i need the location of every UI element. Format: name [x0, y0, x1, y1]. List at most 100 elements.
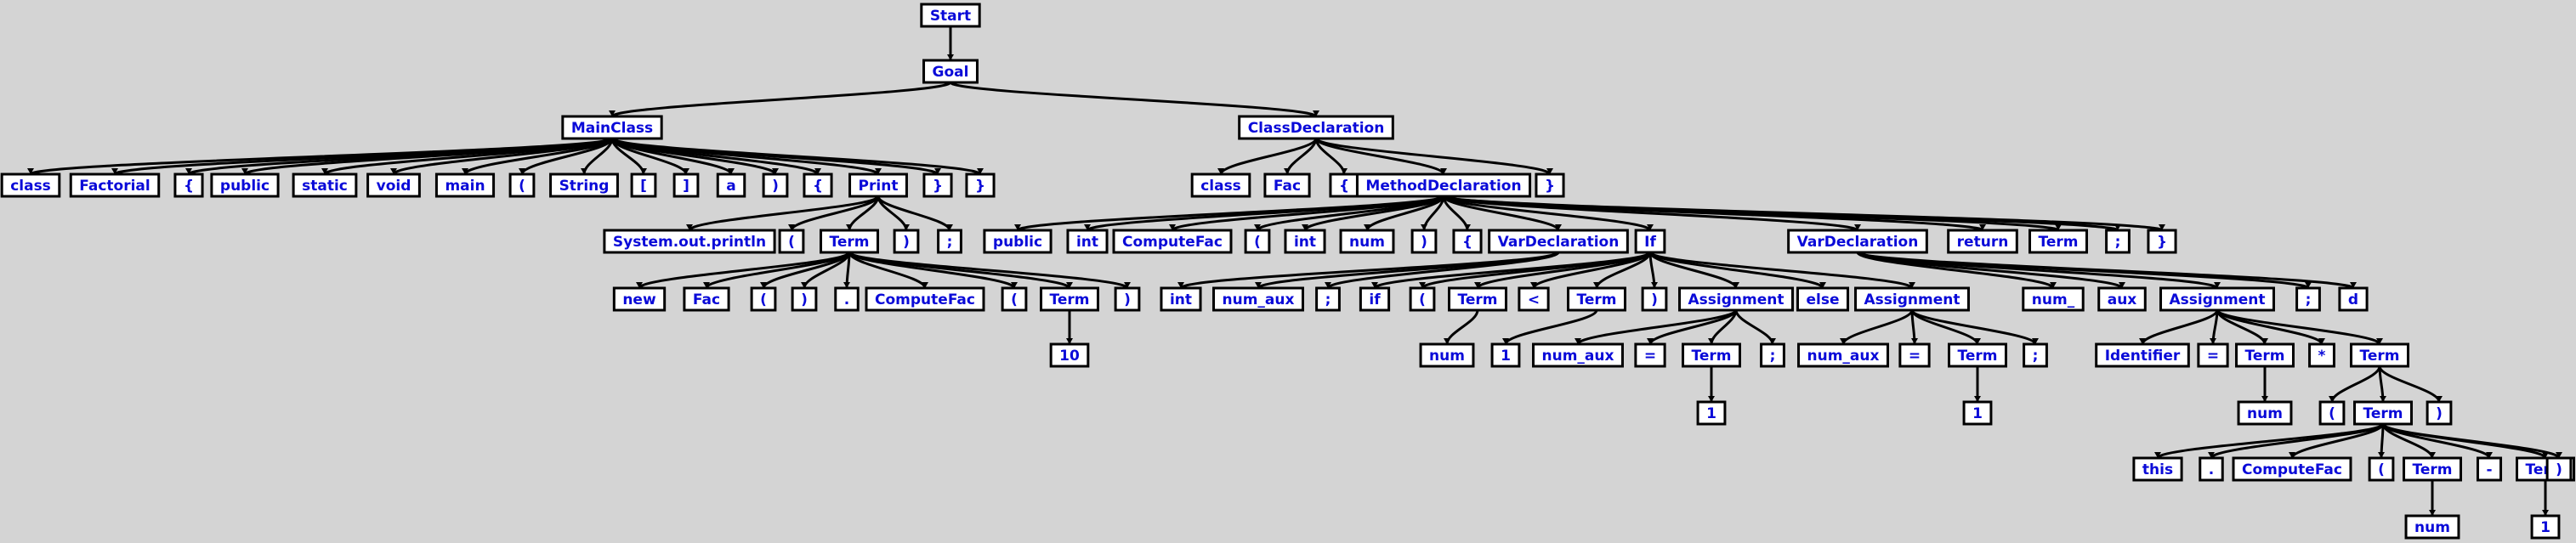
node-label: Assignment: [1688, 291, 1784, 308]
node-label: 1: [1706, 405, 1716, 422]
node-label: class: [10, 178, 51, 195]
tree-edge: [688, 195, 880, 232]
node-box: [1797, 342, 1889, 368]
node-label: num: [2414, 519, 2450, 536]
edge-arrowhead: [1341, 168, 1348, 174]
edge-arrowhead: [2542, 510, 2549, 516]
edge-arrowhead: [2436, 396, 2443, 402]
tree-edge: [1856, 251, 2355, 290]
edge-arrowhead: [2486, 452, 2493, 458]
tree-node-ast-num: num: [2237, 400, 2293, 426]
tree-node-if-rparen: ): [1641, 286, 1668, 312]
node-label: ): [1421, 234, 1427, 251]
tree-node-v1-numaux: num_aux: [1212, 286, 1304, 312]
edge-arrowhead: [1084, 224, 1091, 230]
tree-edge: [2378, 365, 2441, 403]
edge-arrowhead: [1284, 168, 1291, 174]
edge-arrowhead: [801, 282, 808, 288]
tree-node-v2-semi: ;: [2295, 286, 2321, 312]
tree-node-mc-rbrack: ]: [672, 173, 700, 198]
tree-node-if-lparen: (: [1409, 286, 1436, 312]
node-box: [1488, 229, 1629, 254]
node-label: (: [760, 291, 767, 308]
edge-arrowhead: [2429, 452, 2436, 458]
edge-arrowhead: [2350, 282, 2357, 288]
node-label: return: [1957, 234, 2009, 251]
node-label: Assignment: [2170, 291, 2266, 308]
node-label: void: [377, 178, 411, 195]
tree-node-pt-term: Term: [1040, 286, 1099, 312]
tree-node-mc-rbrace2: }: [965, 173, 996, 198]
node-label: Term: [2039, 234, 2079, 251]
node-label: Identifier: [2105, 348, 2181, 365]
edge-arrowhead: [1124, 282, 1131, 288]
edge-arrowhead: [462, 168, 468, 174]
edge-arrowhead: [1217, 168, 1224, 174]
tree-node-mc-string: String: [549, 173, 619, 198]
node-box: [2368, 456, 2395, 482]
node-box: [1796, 286, 1850, 312]
node-label: ClassDeclaration: [1248, 120, 1385, 137]
tree-node-itt2-1: 1: [2530, 514, 2561, 540]
node-box: [508, 173, 536, 198]
edge-arrowhead: [1014, 224, 1021, 230]
edge-arrowhead: [814, 168, 821, 174]
edge-arrowhead: [903, 224, 910, 230]
node-label: (: [2378, 461, 2385, 478]
node-box: [1962, 400, 1993, 426]
node-label: ): [2436, 405, 2443, 422]
tree-node-md-int: int: [1066, 229, 1109, 254]
tree-node-at2-rparen: ): [2426, 400, 2453, 426]
tree-edge: [187, 137, 614, 176]
edge-arrowhead: [111, 168, 118, 174]
node-box: [672, 173, 700, 198]
node-box: [1410, 229, 1438, 254]
tree-node-md-return: return: [1947, 229, 2018, 254]
node-label: (: [519, 178, 525, 195]
edge-arrowhead: [875, 168, 882, 174]
node-box: [1532, 342, 1624, 368]
node-label: (: [2329, 405, 2335, 422]
edge-arrowhead: [1909, 282, 1915, 288]
node-label: aux: [2108, 291, 2137, 308]
tree-node-vardecl1: VarDeclaration: [1488, 229, 1629, 254]
tree-node-classdecl: ClassDeclaration: [1238, 115, 1394, 140]
node-box: [1114, 286, 1141, 312]
node-label: 1: [1972, 405, 1983, 422]
node-label: MethodDeclaration: [1365, 178, 1521, 195]
node-label: *: [2318, 348, 2326, 365]
edge-arrowhead: [1011, 282, 1018, 288]
tree-edge: [1314, 138, 1445, 175]
node-box: [2295, 286, 2321, 312]
edge-arrowhead: [2376, 338, 2383, 344]
edge-arrowhead: [922, 282, 928, 288]
node-box: [1359, 286, 1391, 312]
edge-arrowhead: [2378, 452, 2385, 458]
tree-edge: [877, 195, 951, 231]
edge-arrowhead: [1066, 282, 1073, 288]
edge-arrowhead: [1555, 224, 1562, 230]
node-label: {: [813, 178, 823, 195]
tree-edge: [705, 252, 851, 289]
tree-node-a2-eq: =: [1898, 342, 1931, 368]
node-label: {: [1462, 234, 1472, 251]
tree-node-at2-lparen: (: [2318, 400, 2346, 426]
node-label: ;: [1325, 291, 1331, 308]
tree-node-md-num: num: [1339, 229, 1395, 254]
tree-edge: [1314, 137, 1552, 176]
node-box: [1049, 342, 1090, 368]
node-box: [1490, 342, 1521, 368]
node-box: [2097, 286, 2147, 312]
edge-arrowhead: [1974, 396, 1981, 402]
tree-node-vardecl2: VarDeclaration: [1787, 229, 1928, 254]
edge-arrowhead: [2208, 452, 2215, 458]
edge-arrowhead: [1254, 224, 1261, 230]
tree-node-mc-rbrace1: }: [922, 173, 953, 198]
node-label: else: [1806, 291, 1839, 308]
edge-arrowhead: [636, 282, 643, 288]
node-box: [1001, 286, 1028, 312]
node-label: ;: [947, 234, 953, 251]
edge-arrowhead: [1325, 282, 1331, 288]
tree-node-if-term2: Term: [1567, 286, 1626, 312]
